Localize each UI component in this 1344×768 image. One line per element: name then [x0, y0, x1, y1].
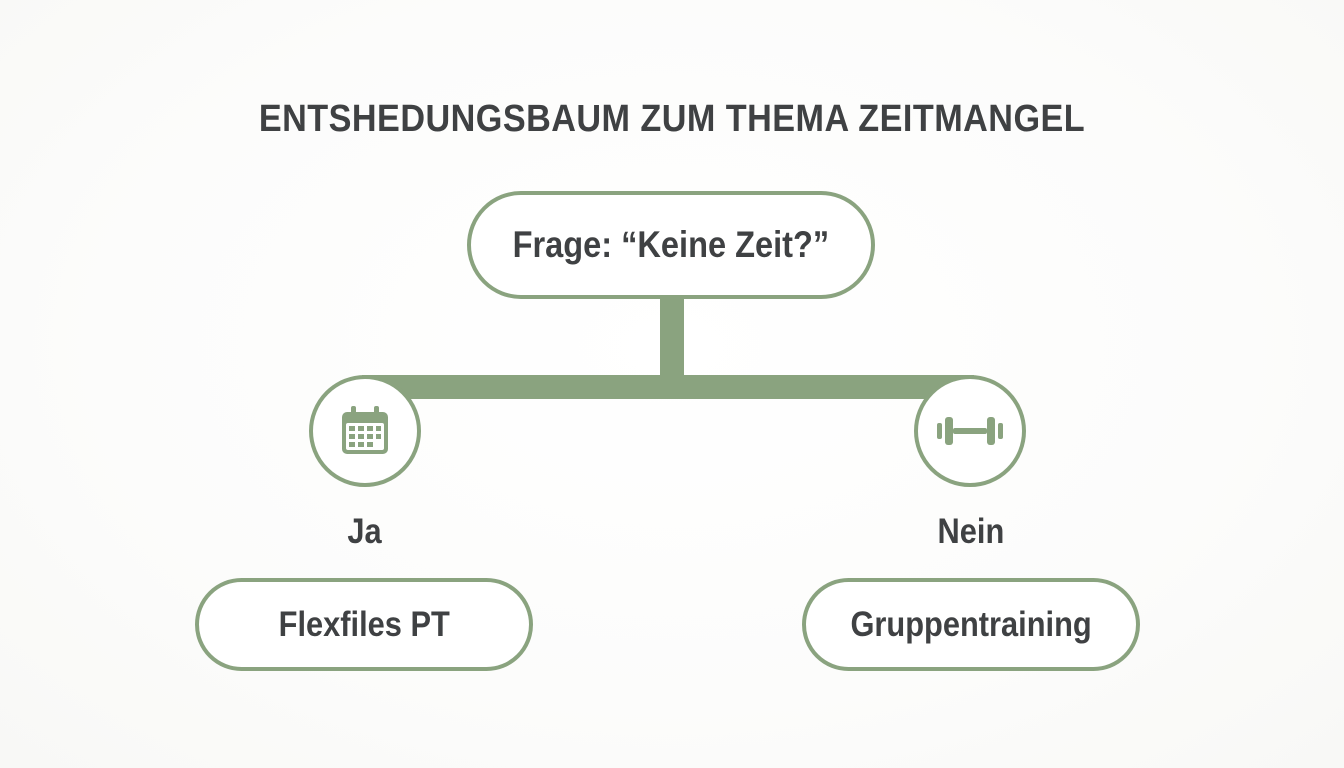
question-node: Frage: “Keine Zeit?” [467, 191, 875, 299]
no-branch-icon-circle [914, 375, 1026, 487]
horizontal-connector [362, 375, 974, 399]
no-branch-label: Nein [871, 512, 1071, 552]
yes-result-node: Flexfiles PT [195, 578, 533, 671]
no-branch-label-text: Nein [937, 512, 1005, 551]
yes-result-text: Flexfiles PT [278, 604, 450, 644]
calendar-icon [342, 406, 388, 454]
dumbbell-icon [937, 417, 1003, 445]
no-result-text: Gruppentraining [850, 604, 1092, 644]
no-result-node: Gruppentraining [802, 578, 1140, 671]
diagram-title: ENTSHEDUNGSBAUM ZUM THEMA ZEITMANGEL [258, 98, 1086, 140]
yes-branch-label-text: Ja [346, 512, 382, 551]
yes-branch-icon-circle [309, 375, 421, 487]
trunk-connector [660, 297, 684, 387]
question-text: Frage: “Keine Zeit?” [512, 224, 830, 265]
yes-branch-label: Ja [264, 512, 464, 552]
